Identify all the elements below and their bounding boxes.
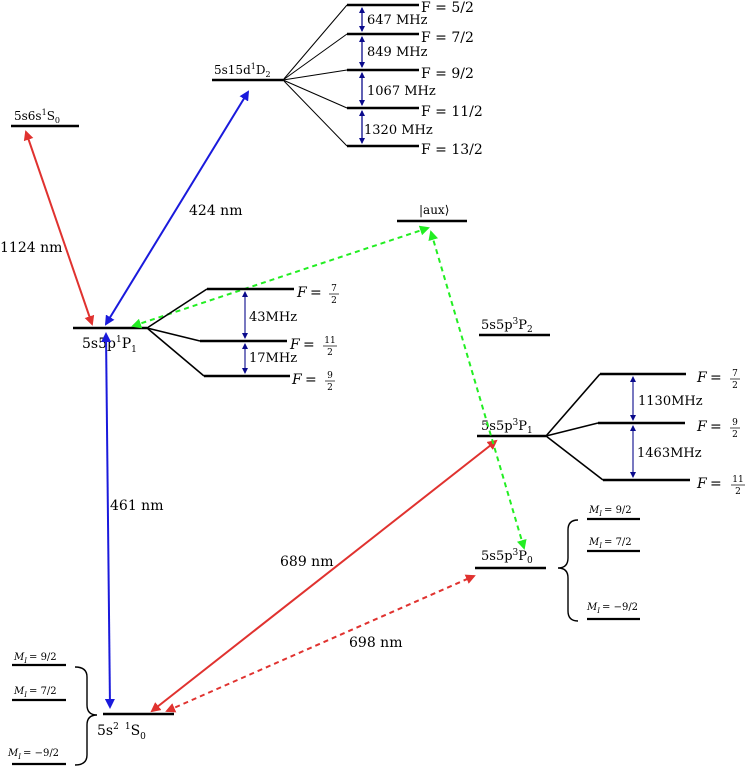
- p31-f-label-3: F = 11 2: [696, 475, 745, 497]
- svg-text:F: F: [696, 476, 708, 492]
- zeeman-1S0-label-3: MI= −9/2: [7, 748, 59, 761]
- d-hyperfine-manifold: 647 MHz 849 MHz 1067 MHz 1320 MHz F = 5/…: [282, 0, 483, 158]
- p1-splitting-2: 17MHz: [249, 351, 297, 366]
- d-f-label-4: F = 11/2: [421, 104, 483, 120]
- arrow-698nm: [165, 574, 476, 713]
- svg-text:2: 2: [735, 487, 741, 497]
- label-698nm: 698 nm: [349, 635, 402, 651]
- arrow-461nm: [101, 332, 115, 709]
- arrow-689nm: [150, 439, 498, 713]
- d-f-label-3: F = 9/2: [421, 66, 474, 82]
- zeeman-3P0-label-2: MI= 7/2: [588, 537, 632, 550]
- svg-text:9: 9: [732, 418, 738, 428]
- svg-text:2: 2: [732, 381, 738, 391]
- d-f-label-5: F = 13/2: [421, 142, 483, 158]
- d-f-label-1: F = 5/2: [421, 0, 474, 16]
- zeeman-3P0-label-3: MI= −9/2: [586, 602, 638, 615]
- svg-text:=: =: [710, 419, 722, 435]
- p31-f-label-2: F = 9 2: [696, 418, 740, 440]
- d-splitting-3: 1067 MHz: [367, 84, 436, 99]
- zeeman-1S0-label-1: MI= 9/2: [13, 652, 57, 665]
- p31-splitting-2: 1463MHz: [637, 446, 702, 461]
- svg-text:=: =: [710, 370, 722, 386]
- label-5s5p-3P2: 5s5p3P2: [481, 317, 533, 335]
- svg-text:2: 2: [331, 296, 337, 306]
- zeeman-1S0: MI= 9/2 MI= 7/2 MI= −9/2: [7, 652, 98, 766]
- p31-splitting-1: 1130MHz: [638, 394, 703, 409]
- svg-text:2: 2: [327, 348, 333, 358]
- arrow-green-aux-1P1: [131, 225, 430, 329]
- arrow-green-aux-3P0: [428, 230, 527, 550]
- p1-f-label-3: F = 9 2: [291, 371, 335, 393]
- p1-splitting-1: 43MHz: [249, 310, 297, 325]
- svg-text:F: F: [696, 419, 708, 435]
- label-689nm: 689 nm: [280, 554, 333, 570]
- p1-f-label-2: F = 11 2: [289, 336, 337, 358]
- svg-text:F: F: [296, 285, 308, 301]
- label-5s5p-3P0: 5s5p3P0: [481, 548, 533, 566]
- label-5s15d-1D2: 5s15d1D2: [214, 62, 271, 79]
- d-splitting-2: 849 MHz: [367, 45, 428, 60]
- arrow-424nm: [104, 90, 250, 326]
- label-424nm: 424 nm: [189, 203, 242, 219]
- svg-text:7: 7: [732, 369, 738, 379]
- label-5s5p-3P1: 5s5p3P1: [481, 418, 533, 436]
- zeeman-3P0: MI= 9/2 MI= 7/2 MI= −9/2: [557, 505, 640, 622]
- label-461nm: 461 nm: [110, 498, 163, 514]
- p31-hyperfine-manifold: 1130MHz 1463MHz F = 7 2 F = 9 2 F = 11 2: [545, 369, 745, 497]
- p1-f-label-1: F = 7 2: [296, 284, 339, 306]
- d-f-label-2: F = 7/2: [421, 30, 474, 46]
- svg-text:F: F: [696, 370, 708, 386]
- svg-text:11: 11: [732, 475, 743, 485]
- d-splitting-4: 1320 MHz: [364, 123, 433, 138]
- svg-text:2: 2: [732, 430, 738, 440]
- svg-text:=: =: [305, 372, 317, 388]
- arrow-1124nm: [23, 130, 95, 326]
- svg-text:7: 7: [331, 284, 337, 294]
- svg-text:=: =: [710, 476, 722, 492]
- p1-hyperfine-manifold: 43MHz 17MHz F = 7 2 F = 11 2 F = 9 2: [146, 284, 339, 393]
- zeeman-1S0-label-2: MI= 7/2: [13, 686, 57, 699]
- svg-text:=: =: [310, 285, 322, 301]
- label-5s5p-1P1: 5s5p1P1: [82, 335, 137, 355]
- svg-text:F: F: [291, 372, 303, 388]
- svg-text:9: 9: [327, 371, 333, 381]
- svg-text:F: F: [289, 337, 301, 353]
- svg-text:2: 2: [327, 383, 333, 393]
- label-aux: |aux⟩: [419, 203, 449, 217]
- svg-text:=: =: [303, 337, 315, 353]
- label-5s6s-1S0: 5s6s1S0: [14, 108, 60, 125]
- d-splitting-1: 647 MHz: [367, 13, 428, 28]
- label-1124nm: 1124 nm: [0, 240, 62, 256]
- svg-text:11: 11: [324, 336, 335, 346]
- p31-f-label-1: F = 7 2: [696, 369, 740, 391]
- zeeman-3P0-label-1: MI= 9/2: [588, 505, 632, 518]
